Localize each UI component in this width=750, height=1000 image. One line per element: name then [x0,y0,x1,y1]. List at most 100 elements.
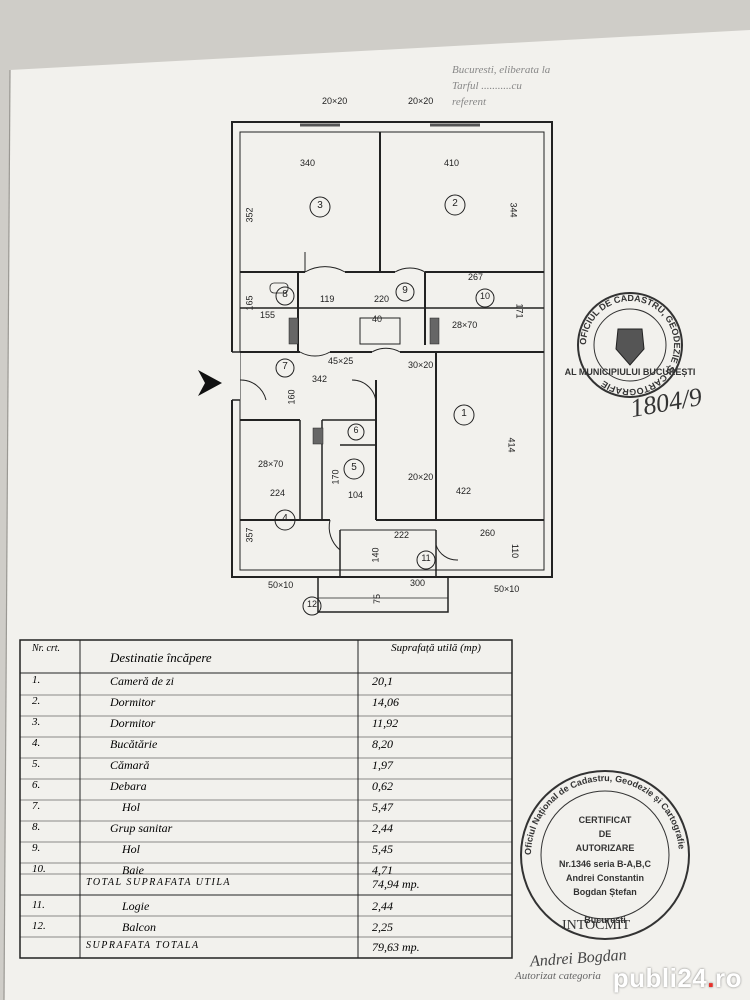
total-row: SUPRAFATA TOTALA 79,63 mp. [22,940,512,960]
svg-text:AL MUNICIPIULUI BUCUREȘTI: AL MUNICIPIULUI BUCUREȘTI [565,367,696,377]
row-area: 2,44 [372,899,393,913]
dim-410: 410 [444,158,460,168]
room-12: 12 [306,599,317,609]
dim-75: 75 [372,593,383,605]
dim-45x25: 45×25 [328,356,354,366]
total-value: 79,63 mp. [372,940,420,954]
row-area: 4,71 [372,863,393,877]
row-area: 2,25 [372,920,393,934]
row-area: 5,47 [372,800,393,814]
dim-119: 119 [320,294,335,304]
row-nr: 7. [32,800,41,812]
row-nr: 10. [32,863,46,875]
form-line-3: referent [452,96,487,108]
dim-155: 155 [260,310,276,320]
row-nr: 11. [32,899,45,911]
row-destinatie: Grup sanitar [110,821,173,835]
table-row: 7. Hol 5,47 [22,800,512,820]
dim-170: 170 [330,469,341,485]
dim-342: 342 [312,374,328,384]
dim-224: 224 [270,488,286,498]
dim-30x20: 30×20 [408,360,434,370]
room-5: 5 [351,462,357,473]
row-destinatie: Dormitor [110,716,156,730]
row-destinatie: Hol [122,842,140,856]
svg-text:AUTORIZARE: AUTORIZARE [576,843,635,853]
table-row: 5. Cămară 1,97 [22,758,512,778]
dim-267: 267 [468,272,484,282]
row-area: 1,97 [372,758,393,772]
row-destinatie: Balcon [122,920,156,934]
publi24-watermark: publi24.ro [613,963,742,994]
row-destinatie: Hol [122,800,140,814]
row-area: 0,62 [372,779,393,793]
room-10: 10 [479,291,490,301]
total-util-row: TOTAL SUPRAFATA UTILA 74,94 mp. [22,877,512,897]
table-row: 6. Debara 0,62 [22,779,512,799]
header-suprafata: Suprafață utilă (mp) [391,642,481,654]
table-row: 2. Dormitor 14,06 [22,695,512,715]
dim-20x20-mid: 20×20 [408,472,434,482]
dim-104: 104 [348,490,364,500]
total-label: SUPRAFATA TOTALA [86,940,200,951]
dim-20x20-right: 20×20 [408,96,434,106]
dim-160: 160 [286,389,297,405]
row-nr: 9. [32,842,41,854]
table-row: 1. Cameră de zi 20,1 [22,674,512,694]
svg-text:Bucuresti: Bucuresti [584,915,626,925]
legend: Nr. crt. Destinatie încăpere Suprafață u… [22,638,512,958]
table-row: 8. Grup sanitar 2,44 [22,821,512,841]
header-nr: Nr. crt. [32,643,61,654]
row-nr: 12. [32,920,46,932]
dim-220: 220 [374,294,390,304]
watermark-part2: ro [715,963,742,993]
row-destinatie: Bucătărie [110,737,158,751]
row-nr: 3. [32,716,41,728]
dim-344: 344 [508,202,519,218]
svg-text:Nr.1346 seria B-A,B,C: Nr.1346 seria B-A,B,C [559,859,652,869]
row-destinatie: Logie [122,899,150,913]
signature-sub: Autorizat categoria [515,970,601,982]
svg-text:CERTIFICAT: CERTIFICAT [579,815,632,825]
dim-352: 352 [244,207,255,223]
table-row: 4. Bucătărie 8,20 [22,737,512,757]
dim-20x20-left: 20×20 [322,96,348,106]
floor-plan [222,121,553,613]
room-11: 11 [421,553,431,563]
room-1: 1 [461,408,467,419]
row-area: 2,44 [372,821,393,835]
row-nr: 6. [32,779,41,791]
dim-171: 171 [514,303,525,319]
total-util-label: TOTAL SUPRAFATA UTILA [86,877,232,888]
watermark-part1: publi24 [612,963,708,993]
dim-165: 165 [244,295,255,311]
total-util-value: 74,94 mp. [372,877,420,891]
dim-140: 140 [370,547,381,563]
dim-50x10-right: 50×10 [494,584,520,594]
dim-357: 357 [244,527,255,543]
entrance-arrow-icon [198,370,222,396]
table-row: 10. Baie 4,71 [22,863,512,883]
dim-422: 422 [456,486,472,496]
row-area: 5,45 [372,842,393,856]
dim-260: 260 [480,528,496,538]
intocmit-label: INTOCMIT [562,918,631,933]
watermark-dot: . [707,963,715,993]
legend-table [19,639,513,959]
dim-50x10-left: 50×10 [268,580,294,590]
row-area: 20,1 [372,674,393,688]
table-row: 12. Balcon 2,25 [22,920,512,940]
dim-110: 110 [510,543,521,559]
form-line-1: Bucuresti, eliberata la [452,64,551,76]
table-row: 9. Hol 5,45 [22,842,512,862]
room-4: 4 [282,513,288,524]
row-destinatie: Cămară [110,758,150,772]
row-nr: 1. [32,674,41,686]
room-8: 8 [282,289,288,300]
row-nr: 8. [32,821,41,833]
dim-414: 414 [506,437,517,453]
row-destinatie: Cameră de zi [110,674,174,688]
room-6: 6 [353,425,359,435]
row-nr: 4. [32,737,41,749]
